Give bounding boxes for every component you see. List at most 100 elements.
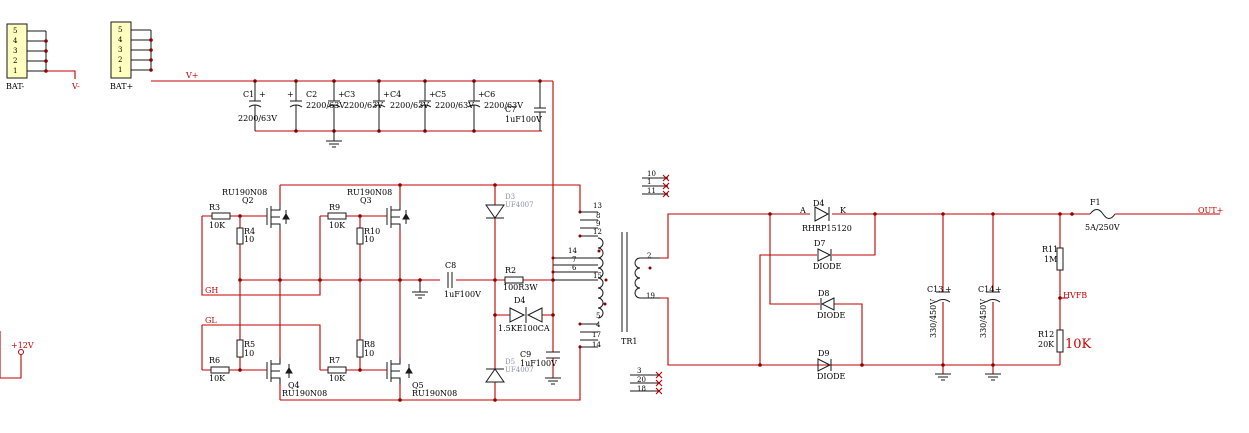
ground-symbol-c14 — [985, 373, 1001, 381]
d4-anode-label: A — [799, 206, 806, 215]
tr1-pin-4: 4 — [596, 321, 601, 329]
ground-symbol-bridge — [412, 280, 428, 299]
h-bridge: RU190N08 Q2 RU190N08 Q3 Q4 RU190N08 Q5 R… — [201, 183, 581, 402]
r12-ref: R12 — [1038, 330, 1054, 339]
d3-part: UF4007 — [505, 201, 534, 209]
f1-ref: F1 — [1090, 198, 1101, 207]
tr1-pin-19: 19 — [646, 292, 655, 300]
d4-tvs-ref: D4 — [514, 296, 526, 305]
r9-ref: R9 — [329, 203, 340, 212]
c8-value: 1uF100V — [444, 290, 481, 299]
q4-part: RU190N08 — [282, 389, 327, 398]
r10-value: 10 — [364, 235, 374, 244]
q4-ref: Q4 — [288, 381, 300, 390]
r7-ref: R7 — [329, 356, 340, 365]
c1-value: 2200/63V — [238, 114, 277, 123]
bat-minus-label: BAT- — [6, 82, 25, 91]
bat-minus-pin-1: 1 — [13, 67, 17, 75]
r6-value: 10K — [209, 374, 226, 383]
d7-part: DIODE — [813, 262, 842, 271]
svg-text:+: + — [383, 90, 390, 99]
r9-value: 10K — [329, 221, 346, 230]
c6-ref: C6 — [484, 90, 495, 99]
out-plus-net-label: OUT+ — [1198, 206, 1223, 215]
nc-pin-18: 18 — [637, 385, 646, 393]
bat-plus-pin-1: 1 — [118, 66, 122, 74]
c13-plus: + — [945, 285, 952, 294]
nc-pin-1: 1 — [647, 178, 651, 186]
r12-value: 20K — [1038, 340, 1055, 349]
ground-symbol-c13 — [935, 373, 951, 381]
bat-minus-pin-2: 2 — [13, 57, 17, 65]
c9-ref: C9 — [520, 350, 531, 359]
ground-symbol-c9 — [545, 377, 561, 385]
bat-minus-pin-5: 5 — [13, 27, 17, 35]
bat-plus-pin-5: 5 — [118, 26, 122, 34]
tr1-pin-14b: 14 — [592, 341, 601, 349]
q3-part: RU190N08 — [347, 188, 392, 197]
c14-ref: C14 — [978, 285, 994, 294]
bat-plus-pin-3: 3 — [118, 46, 122, 54]
p12v-fragment: +12V — [0, 331, 34, 379]
svg-text:+: + — [338, 90, 345, 99]
r7-value: 10K — [329, 374, 346, 383]
r6-ref: R6 — [209, 356, 220, 365]
q5-part: RU190N08 — [412, 389, 457, 398]
transformer-tr1: 13 8 9 12 14 7 6 15 5 4 17 14 2 19 TR1 1… — [551, 170, 670, 395]
tr1-ref: TR1 — [621, 337, 637, 346]
d4-main-ref: D4 — [813, 199, 825, 208]
r3-ref: R3 — [209, 203, 220, 212]
f1-value: 5A/250V — [1085, 223, 1120, 232]
r4-ref: R4 — [244, 227, 255, 236]
c8-ref: C8 — [445, 261, 456, 270]
r8-ref: R8 — [364, 340, 375, 349]
tr1-pin-14a: 14 — [568, 247, 577, 255]
bat-minus-pin-4: 4 — [13, 37, 18, 45]
svg-text:+: + — [259, 90, 266, 99]
svg-text:+: + — [429, 90, 436, 99]
input-capacitor-bank: ++++++ C1 2200/63V C2 2200/63V C3 2200/6… — [151, 79, 554, 258]
bat-plus-label: BAT+ — [110, 82, 133, 91]
r11-value: 1M — [1044, 255, 1057, 264]
c2-value: 2200/63V — [306, 101, 345, 110]
r4-value: 10 — [244, 235, 254, 244]
q2-part: RU190N08 — [222, 188, 267, 197]
output-rectifier: D4 A K RHRP15120 D7 DIODE D8 DIODE D9 DI… — [660, 198, 1223, 381]
c9-value: 1uF100V — [520, 359, 557, 368]
ground-symbol-input — [326, 131, 342, 148]
r2-value: 100R3W — [503, 283, 538, 292]
c3-ref: C3 — [344, 90, 355, 99]
d7-ref: D7 — [814, 239, 826, 248]
q5-mosfet — [386, 358, 413, 384]
c4-ref: C4 — [390, 90, 401, 99]
svg-text:+: + — [287, 90, 294, 99]
nc-pin-10: 10 — [647, 170, 656, 178]
bat-plus-pin-2: 2 — [118, 56, 122, 64]
c1-ref: C1 — [243, 90, 254, 99]
d8-part: DIODE — [817, 311, 846, 320]
r8-value: 10 — [364, 349, 374, 358]
bat-minus-connector: 5 4 3 2 1 BAT- V- — [6, 23, 80, 91]
c7-ref: C7 — [505, 105, 516, 114]
tr1-pin-6: 6 — [572, 264, 577, 272]
tr1-pin-7: 7 — [572, 256, 576, 264]
nc-pin-20: 20 — [637, 376, 646, 384]
r10-ref: R10 — [364, 227, 380, 236]
hvfb-net-label: HVFB — [1063, 291, 1087, 300]
r11-ref: R11 — [1042, 245, 1058, 254]
r2-ref: R2 — [505, 266, 516, 275]
d5-ref: D5 — [505, 358, 515, 366]
d5-part: UF4007 — [505, 366, 534, 374]
r3-value: 10K — [209, 221, 226, 230]
q3-ref: Q3 — [360, 196, 372, 205]
c7-value: 1uF100V — [505, 115, 542, 124]
c5-ref: C5 — [435, 90, 446, 99]
nc-pin-3: 3 — [637, 367, 641, 375]
d4-cathode-label: K — [840, 206, 847, 215]
q3-mosfet — [386, 205, 410, 230]
bat-plus-connector: 5 4 3 2 1 BAT+ V+ — [110, 21, 198, 91]
d4-tvs-part: 1.5KE100CA — [498, 324, 550, 333]
c14-value: 330/450V — [979, 299, 988, 338]
tr1-pin-2: 2 — [647, 252, 651, 260]
